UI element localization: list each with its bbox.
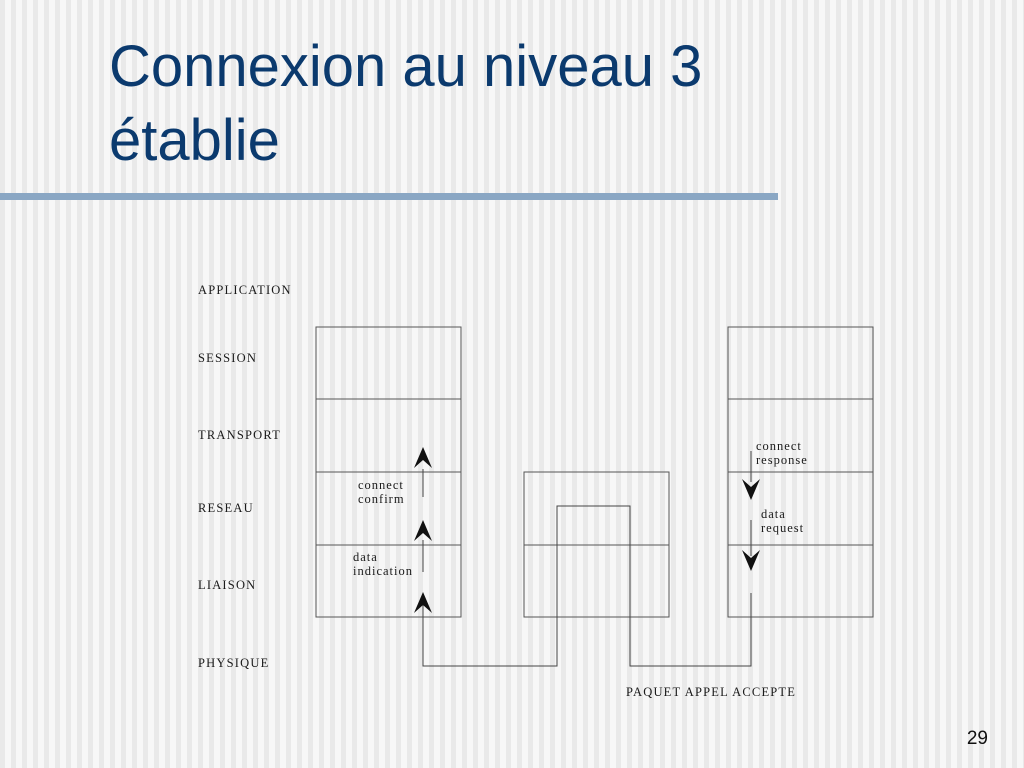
title-underline: [0, 193, 778, 200]
page-number: 29: [966, 728, 988, 749]
left-label-confirm: confirm: [358, 492, 405, 506]
layer-label-physique: PHYSIQUE: [198, 656, 269, 670]
right-label-response: response: [756, 453, 808, 467]
layer-label-liaison: LIAISON: [198, 578, 256, 592]
network-node: [523, 471, 670, 618]
left-label-connect: connect: [358, 478, 404, 492]
arrow-down-icon-liaison: [742, 550, 760, 571]
left-label-data: data: [353, 550, 378, 564]
left-station-stack: [315, 326, 462, 618]
layer-label-transport: TRANSPORT: [198, 428, 281, 442]
right-label-data: data: [761, 507, 786, 521]
left-label-indication: indication: [353, 564, 413, 578]
slide-title: Connexion au niveau 3 établie: [109, 30, 909, 178]
slide-title-line2: établie: [109, 108, 280, 173]
packet-label: PAQUET APPEL ACCEPTE: [626, 685, 796, 699]
layer-label-reseau: RESEAU: [198, 501, 254, 515]
arrow-up-icon-transport: [414, 447, 432, 468]
layer-label-session: SESSION: [198, 351, 257, 365]
arrow-up-icon-reseau: [414, 520, 432, 541]
arrow-down-icon-reseau: [742, 479, 760, 500]
right-label-connect: connect: [756, 439, 802, 453]
packet-path-wire: [422, 505, 752, 667]
layer-label-application: APPLICATION: [198, 283, 292, 297]
right-label-request: request: [761, 521, 804, 535]
right-station-stack: [727, 326, 874, 618]
slide-title-line1: Connexion au niveau 3: [109, 34, 703, 99]
arrow-up-icon-liaison: [414, 592, 432, 613]
